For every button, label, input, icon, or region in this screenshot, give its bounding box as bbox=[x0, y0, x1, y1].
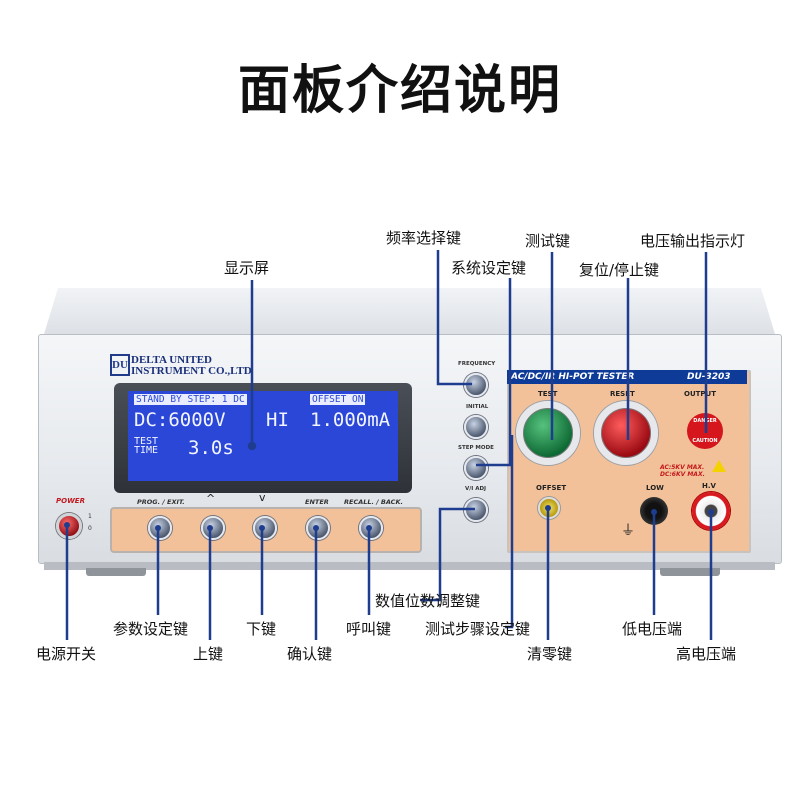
lcd-display: STAND BY STEP: 1 DC OFFSET ON DC:6000V H… bbox=[128, 391, 398, 481]
tester-title: AC/DC/IR HI-POT TESTER bbox=[511, 372, 635, 382]
ac-max-label: AC:5KV MAX. bbox=[660, 464, 705, 471]
prog-exit-button[interactable] bbox=[148, 516, 172, 540]
annotation-power-switch: 电源开关 bbox=[36, 645, 97, 663]
recall-back-button[interactable] bbox=[359, 516, 383, 540]
leader-step bbox=[505, 435, 514, 629]
leader-vi-adj bbox=[420, 507, 475, 602]
annotation-reset-stop-key: 复位/停止键 bbox=[579, 261, 660, 279]
vi-adj-label: V/I ADJ bbox=[465, 486, 487, 492]
annotation-test-key: 测试键 bbox=[525, 232, 571, 250]
brand-name-line2: INSTRUMENT CO.,LTD bbox=[131, 365, 252, 377]
recall-back-label: RECALL. / BACK. bbox=[344, 498, 403, 506]
leader-param-dot bbox=[155, 525, 161, 531]
leader-hv-dot bbox=[708, 509, 714, 515]
enter-label: ENTER bbox=[305, 498, 329, 506]
annotation-zero-key: 清零键 bbox=[527, 645, 573, 663]
power-off-mark: 0 bbox=[88, 525, 92, 532]
leader-offset-dot bbox=[545, 505, 551, 511]
step-mode-button[interactable] bbox=[464, 456, 488, 480]
ground-icon: ⏚ bbox=[621, 523, 635, 539]
annotation-output-indicator: 电压输出指示灯 bbox=[640, 232, 746, 250]
up-arrow-icon: ^ bbox=[206, 492, 216, 505]
annotation-frequency-key: 频率选择键 bbox=[386, 229, 462, 247]
step-mode-label: STEP MODE bbox=[458, 445, 494, 451]
frequency-label: FREQUENCY bbox=[458, 361, 496, 367]
lcd-voltage-value: 6000V bbox=[168, 409, 226, 431]
annotation-low-voltage-terminal: 低电压端 bbox=[622, 620, 683, 638]
lcd-hi-label: HI bbox=[266, 409, 289, 431]
leader-low-dot bbox=[651, 509, 657, 515]
leader-down-dot bbox=[259, 525, 265, 531]
power-label: POWER bbox=[56, 497, 85, 505]
lcd-status: STAND BY STEP: 1 DC bbox=[134, 394, 247, 405]
annotation-display: 显示屏 bbox=[224, 259, 270, 277]
dc-max-label: DC:6KV MAX. bbox=[660, 471, 705, 478]
annotation-value-digit-key: 数值位数调整键 bbox=[375, 592, 481, 610]
reset-stop-button[interactable] bbox=[594, 401, 658, 465]
device-foot-right bbox=[660, 568, 720, 576]
lcd-time-label: TIME bbox=[134, 445, 159, 456]
test-label: TEST bbox=[538, 390, 558, 398]
reset-label: RESET bbox=[610, 390, 635, 398]
leader-enter-dot bbox=[313, 525, 319, 531]
hv-label: H.V bbox=[702, 482, 716, 490]
offset-label: OFFSET bbox=[536, 484, 567, 492]
lcd-test-label: TEST bbox=[134, 436, 159, 447]
leader-frequency bbox=[436, 250, 472, 386]
tester-model: DU-3203 bbox=[687, 372, 731, 382]
device-foot-left bbox=[86, 568, 146, 576]
brand-logo-icon: DU bbox=[110, 354, 130, 376]
annotation-call-key: 呼叫键 bbox=[346, 620, 392, 638]
leader-display-dot bbox=[247, 441, 257, 451]
initial-button[interactable] bbox=[464, 415, 488, 439]
output-label: OUTPUT bbox=[684, 390, 716, 398]
down-arrow-icon: v bbox=[259, 491, 266, 504]
leader-up-dot bbox=[207, 525, 213, 531]
initial-label: INITIAL bbox=[466, 404, 489, 410]
device-base bbox=[44, 562, 775, 570]
caution-label: CAUTION bbox=[692, 438, 718, 444]
leader-power-dot bbox=[64, 522, 70, 528]
test-button[interactable] bbox=[516, 401, 580, 465]
lcd-current-value: 1.000mA bbox=[310, 409, 391, 431]
down-button[interactable] bbox=[253, 516, 277, 540]
voltage-max-ratings: AC:5KV MAX.DC:6KV MAX. bbox=[660, 464, 705, 478]
leader-recall-dot bbox=[366, 525, 372, 531]
device-top-surface bbox=[44, 288, 775, 334]
annotation-param-key: 参数设定键 bbox=[113, 620, 189, 638]
lcd-offset-indicator: OFFSET ON bbox=[310, 394, 366, 405]
annotation-high-voltage-terminal: 高电压端 bbox=[676, 645, 737, 663]
lcd-voltage: DC:6000V bbox=[134, 409, 226, 431]
power-on-mark: 1 bbox=[88, 513, 92, 520]
lcd-mode: DC: bbox=[134, 409, 169, 431]
annotation-step-setting-key: 测试步骤设定键 bbox=[425, 620, 531, 638]
prog-exit-label: PROG. / EXIT. bbox=[137, 498, 185, 506]
annotation-up-key: 上键 bbox=[193, 645, 224, 663]
page-title: 面板介绍说明 bbox=[237, 61, 562, 121]
annotation-confirm-key: 确认键 bbox=[287, 645, 333, 663]
low-label: LOW bbox=[646, 484, 664, 492]
brand-name-line1: DELTA UNITED bbox=[131, 354, 213, 366]
lcd-time-value: 3.0s bbox=[188, 437, 234, 459]
annotation-system-key: 系统设定键 bbox=[451, 259, 527, 277]
warning-triangle-icon bbox=[712, 460, 726, 472]
leader-system bbox=[476, 278, 512, 467]
annotation-down-key: 下键 bbox=[246, 620, 277, 638]
